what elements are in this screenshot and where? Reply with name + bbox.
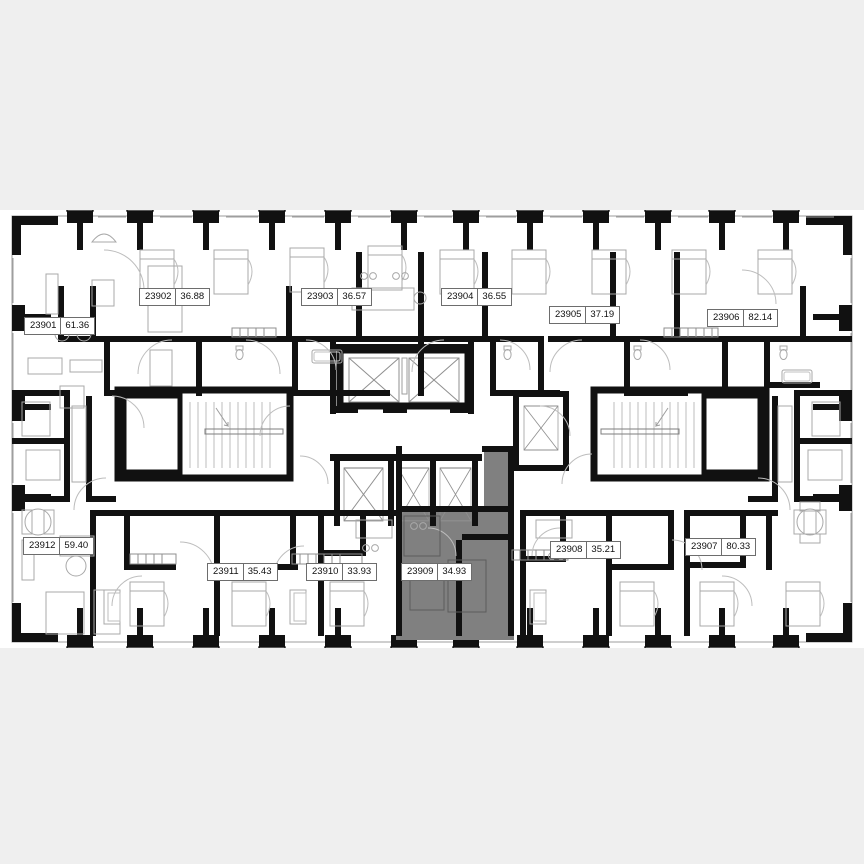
unit-area: 36.88 <box>175 289 209 305</box>
stair-right <box>590 386 770 482</box>
unit-id: 23908 <box>556 544 583 555</box>
partition-walls <box>12 252 852 636</box>
unit-label-23908[interactable]: 23908 35.21 <box>550 541 622 559</box>
unit-id: 23906 <box>713 312 740 323</box>
unit-area: 33.93 <box>342 564 376 580</box>
building-shell <box>11 215 853 643</box>
unit-id: 23910 <box>312 566 339 577</box>
unit-area: 82.14 <box>743 310 777 326</box>
unit-area: 34.93 <box>437 564 471 580</box>
highlighted-unit-23909[interactable] <box>396 448 514 640</box>
unit-label-23910[interactable]: 23910 33.93 <box>306 563 378 581</box>
unit-area: 35.21 <box>586 542 620 558</box>
facade-piers-right <box>813 258 852 602</box>
unit-label-23905[interactable]: 23905 37.19 <box>549 306 621 324</box>
unit-label-23902[interactable]: 23902 36.88 <box>139 288 211 306</box>
unit-label-23911[interactable]: 23911 35.43 <box>207 563 278 581</box>
unit-id: 23903 <box>307 291 334 302</box>
plan-canvas[interactable] <box>0 210 864 648</box>
unit-area: 36.55 <box>477 289 511 305</box>
elevator-bank-lower <box>330 454 482 526</box>
floor-plan-drawing <box>11 210 853 648</box>
central-core <box>114 336 770 526</box>
unit-label-23912[interactable]: 23912 59.40 <box>23 537 95 555</box>
unit-label-23903[interactable]: 23903 36.57 <box>301 288 373 306</box>
facade-piers-top <box>66 210 834 251</box>
unit-id: 23905 <box>555 309 582 320</box>
door-swings <box>73 249 791 607</box>
unit-label-23907[interactable]: 23907 80.33 <box>685 538 757 556</box>
elevator-side <box>513 391 569 471</box>
unit-area: 35.43 <box>242 564 277 580</box>
unit-area: 37.19 <box>585 307 619 323</box>
unit-id: 23907 <box>691 541 718 552</box>
unit-label-23906[interactable]: 23906 82.14 <box>707 309 779 327</box>
unit-id: 23902 <box>145 291 172 302</box>
unit-label-23901[interactable]: 23901 61.36 <box>24 317 96 335</box>
unit-label-23904[interactable]: 23904 36.55 <box>441 288 513 306</box>
unit-id: 23911 <box>213 566 239 577</box>
unit-area: 61.36 <box>60 318 94 334</box>
elevator-bank-upper <box>330 336 474 414</box>
unit-area: 80.33 <box>721 539 755 555</box>
unit-id: 23909 <box>407 566 434 577</box>
unit-id: 23904 <box>447 291 474 302</box>
furniture-fixtures <box>21 233 843 635</box>
stair-left <box>114 386 294 482</box>
unit-id: 23901 <box>30 320 57 331</box>
unit-area: 59.40 <box>59 538 93 554</box>
unit-area: 36.57 <box>337 289 371 305</box>
unit-id: 23912 <box>29 540 56 551</box>
unit-label-23909[interactable]: 23909 34.93 <box>401 563 473 581</box>
